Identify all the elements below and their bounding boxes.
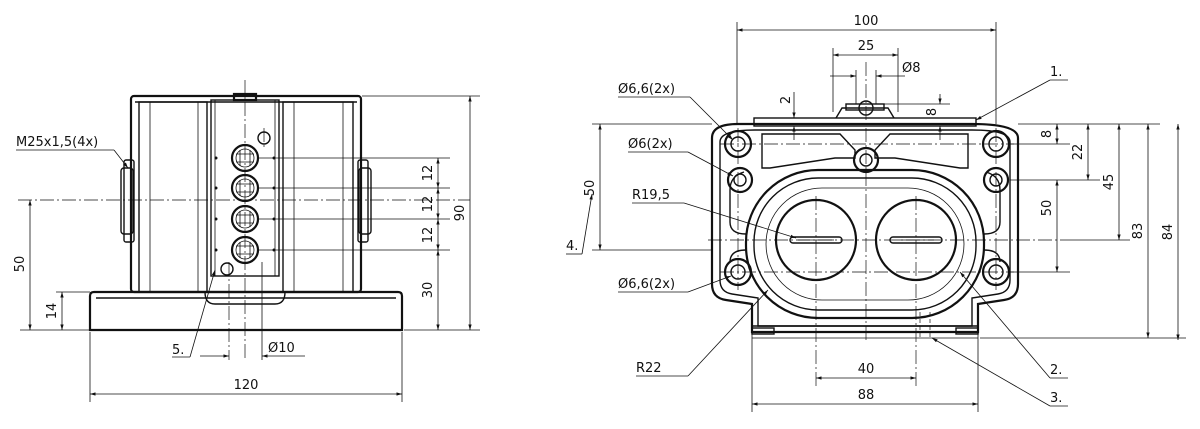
side-dimensions: 100 25 Ø8 2 8 50 — [566, 14, 1186, 412]
callout-4: 4. — [566, 239, 578, 254]
dim-50-right: 50 — [1040, 200, 1055, 217]
hole-label-c: Ø6,6(2x) — [618, 277, 675, 292]
front-view: 12 12 12 30 90 50 14 120 Ø10 — [13, 80, 480, 402]
dim-8-right: 8 — [1040, 130, 1055, 138]
dim-22: 22 — [1071, 144, 1086, 161]
dim-phi8: Ø8 — [902, 61, 921, 76]
dim-88: 88 — [858, 388, 875, 403]
callout-5: 5. — [172, 343, 184, 358]
side-housing — [710, 100, 1020, 339]
side-centerlines — [708, 62, 1060, 386]
front-housing — [88, 92, 404, 332]
dim-84: 84 — [1161, 224, 1176, 241]
callout-3: 3. — [1050, 391, 1062, 406]
dim-total-height: 90 — [453, 205, 468, 222]
dim-40: 40 — [858, 362, 875, 377]
thread-label: M25x1,5(4x) — [16, 135, 98, 150]
dim-top-width: 100 — [854, 14, 879, 29]
dim-spacing-1: 12 — [421, 165, 436, 182]
dim-base: 14 — [45, 303, 60, 320]
callout-2: 2. — [1050, 363, 1062, 378]
front-centerlines — [18, 80, 470, 360]
dim-45: 45 — [1102, 174, 1117, 191]
radius-label-1: R19,5 — [632, 188, 670, 203]
front-dimensions: 12 12 12 30 90 50 14 120 Ø10 — [13, 95, 480, 402]
dim-2: 2 — [779, 96, 794, 104]
hole-label-b: Ø6(2x) — [628, 137, 673, 152]
dim-width: 120 — [234, 378, 259, 393]
callout-1: 1. — [1050, 65, 1062, 80]
hole-label-a: Ø6,6(2x) — [618, 82, 675, 97]
dim-spacing-2: 12 — [421, 196, 436, 213]
dim-8-top: 8 — [925, 108, 940, 116]
dim-25: 25 — [858, 39, 875, 54]
dim-diameter: Ø10 — [268, 341, 295, 356]
dim-lower: 30 — [421, 282, 436, 299]
dim-83: 83 — [1131, 223, 1146, 240]
side-view: 100 25 Ø8 2 8 50 — [566, 14, 1186, 412]
dim-spacing-3: 12 — [421, 227, 436, 244]
dim-50-left: 50 — [583, 180, 598, 197]
radius-label-2: R22 — [636, 361, 662, 376]
dim-axis-height: 50 — [13, 256, 28, 273]
